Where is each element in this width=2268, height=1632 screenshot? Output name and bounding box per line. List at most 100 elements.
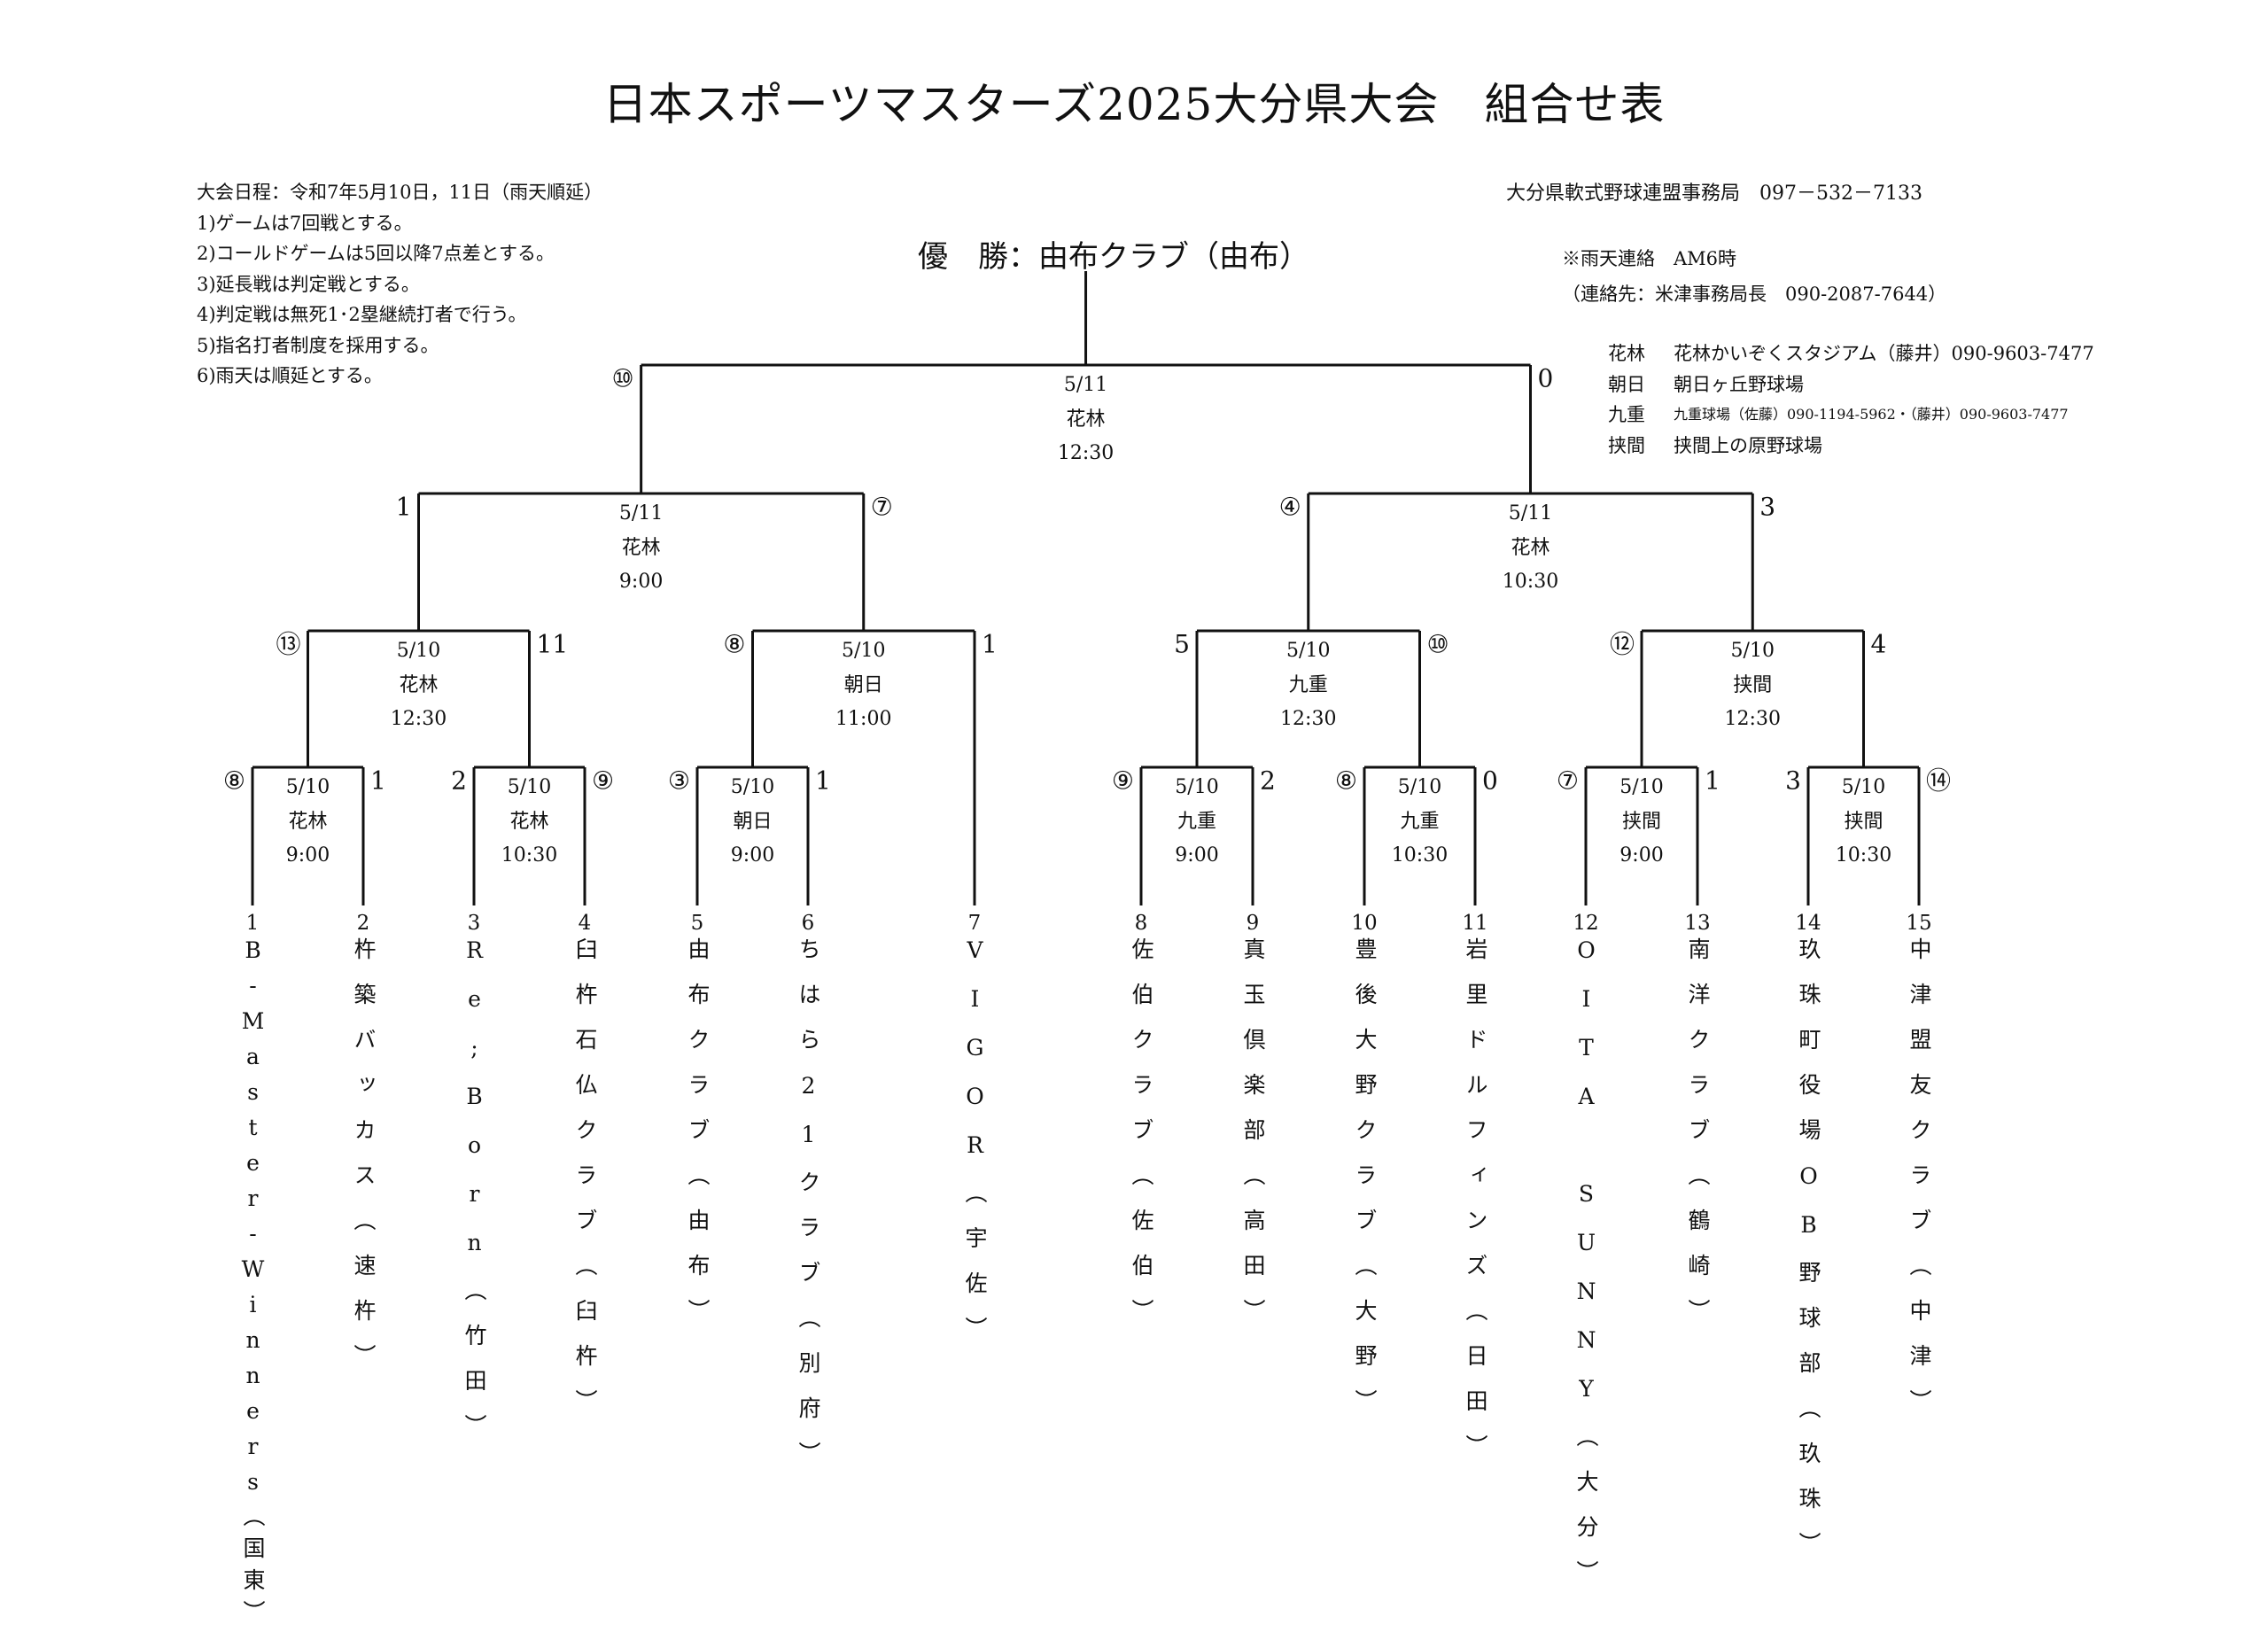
match-right-score: ⑭: [1926, 766, 1951, 796]
team-name: VIGOR（宇佐）: [962, 937, 988, 1362]
match-date: 5/10: [286, 776, 330, 798]
match-date: 5/10: [397, 640, 440, 662]
match-left-score: ④: [1279, 493, 1301, 522]
match-left-score: ⑩: [612, 364, 634, 393]
match-date: 5/10: [1842, 776, 1885, 798]
team-number: 9: [1246, 912, 1260, 935]
match-date: 5/10: [508, 776, 551, 798]
match-right-score: 1: [1705, 766, 1720, 796]
match-right-score: 0: [1538, 364, 1554, 393]
match-venue: 花林: [622, 537, 661, 559]
match-left-score: 3: [1785, 766, 1801, 796]
match-date: 5/10: [1619, 776, 1663, 798]
match-date: 5/10: [1175, 776, 1218, 798]
match-left-score: ⑫: [1610, 630, 1635, 659]
venue-code: 九重: [1608, 404, 1645, 425]
match-time: 9:00: [1175, 844, 1218, 867]
page-title: 日本スポーツマスターズ2025大分県大会 組合せ表: [602, 79, 1666, 130]
team-name: 臼杵石仏クラブ（臼杵）: [572, 937, 598, 1434]
venue-row: 朝日 朝日ヶ丘野球場: [1608, 369, 2094, 400]
team-number: 11: [1462, 912, 1488, 935]
match-time: 10:30: [1836, 844, 1891, 867]
match-right-score: 2: [1260, 766, 1276, 796]
team-name: 南洋クラブ（鶴崎）: [1685, 937, 1711, 1344]
team-number: 14: [1795, 912, 1821, 935]
team-number: 15: [1906, 912, 1932, 935]
match-date: 5/10: [1286, 640, 1330, 662]
match-venue: 九重: [1177, 811, 1216, 833]
match-left-score: ⑧: [223, 766, 245, 796]
tournament-rules: 大会日程：令和7年5月10日，11日（雨天順延） 1)ゲームは7回戦とする。 2…: [197, 177, 602, 392]
venue-note: 九重球場（佐藤）090-1194-5962・（藤井）090-9603-7477: [1674, 406, 2069, 423]
team-number: 3: [467, 912, 481, 935]
team-name: OITA SUNNY（大分）: [1573, 937, 1599, 1605]
team-number: 1: [245, 912, 260, 935]
match-venue: 九重: [1400, 811, 1439, 833]
champion-banner: 優 勝：由布クラブ（由布）: [918, 239, 1309, 275]
match-left-score: ⑦: [1557, 766, 1579, 796]
team-name: 中津盟友クラブ（中津）: [1907, 937, 1932, 1434]
match-time: 12:30: [1280, 708, 1336, 730]
match-venue: 挟間: [1844, 811, 1883, 833]
match-venue: 花林: [509, 811, 548, 833]
match-right-score: 11: [537, 630, 569, 659]
rule-line-6: 6)雨天は順延とする。: [197, 365, 383, 386]
rule-line-1: 1)ゲームは7回戦とする。: [197, 212, 413, 234]
team-name: 杵築バッカス（速杵）: [351, 937, 377, 1389]
match-left-score: 5: [1174, 630, 1190, 659]
team-name: 佐伯クラブ（佐伯）: [1129, 937, 1154, 1344]
venue-code: 挟間: [1608, 434, 1645, 456]
team-name: 豊後大野クラブ（大野）: [1352, 937, 1378, 1434]
team-number: 12: [1573, 912, 1599, 935]
match-time: 9:00: [731, 844, 774, 867]
match-date: 5/10: [1398, 776, 1441, 798]
match-left-score: ③: [668, 766, 690, 796]
match-time: 12:30: [391, 708, 447, 730]
match-left-score: ⑨: [1112, 766, 1134, 796]
match-time: 10:30: [1503, 571, 1558, 593]
match-venue: 朝日: [733, 811, 772, 833]
match-venue: 九重: [1289, 674, 1328, 696]
match-date: 5/11: [1064, 374, 1107, 396]
rule-line-2: 2)コールドゲームは5回以降7点差とする。: [197, 243, 555, 264]
match-time: 10:30: [501, 844, 557, 867]
venue-note: 朝日ヶ丘野球場: [1674, 373, 1804, 395]
team-number: 10: [1351, 912, 1378, 935]
rule-line-schedule: 大会日程：令和7年5月10日，11日（雨天順延）: [197, 182, 603, 203]
match-venue: 朝日: [844, 674, 883, 696]
match-left-score: ⑬: [276, 630, 300, 659]
rule-line-3: 3)延長戦は判定戦とする。: [197, 273, 420, 295]
rain-contact-line-1: ※雨天連絡 AM6時: [1562, 248, 1737, 269]
team-number: 8: [1134, 912, 1148, 935]
rule-line-4: 4)判定戦は無死1･2塁継続打者で行う。: [197, 304, 527, 325]
match-time: 11:00: [835, 708, 891, 730]
venue-row: 花林花林かいぞくスタジアム（藤井）090-9603-7477: [1608, 338, 2094, 369]
match-date: 5/11: [619, 502, 663, 525]
team-name: B-Master-Winners（国東）: [240, 937, 266, 1632]
match-venue: 花林: [288, 811, 327, 833]
rain-contact: ※雨天連絡 AM6時 （連絡先：米津事務局長 090-2087-7644）: [1562, 241, 1946, 312]
match-venue: 花林: [399, 674, 438, 696]
team-name: Re;Born（竹田）: [462, 937, 487, 1459]
match-left-score: ⑧: [1335, 766, 1357, 796]
match-right-score: ⑩: [1427, 630, 1449, 659]
team-number: 7: [967, 912, 982, 935]
team-number: 4: [578, 912, 592, 935]
team-name: 岩里ドルフィンズ（日田）: [1463, 937, 1488, 1480]
team-number: 13: [1684, 912, 1711, 935]
venue-code: 朝日: [1608, 373, 1645, 395]
venue-note: 花林かいぞくスタジアム（藤井）090-9603-7477: [1674, 343, 2094, 364]
team-name: 玖珠町役場OB野球部（玖珠）: [1796, 937, 1821, 1577]
